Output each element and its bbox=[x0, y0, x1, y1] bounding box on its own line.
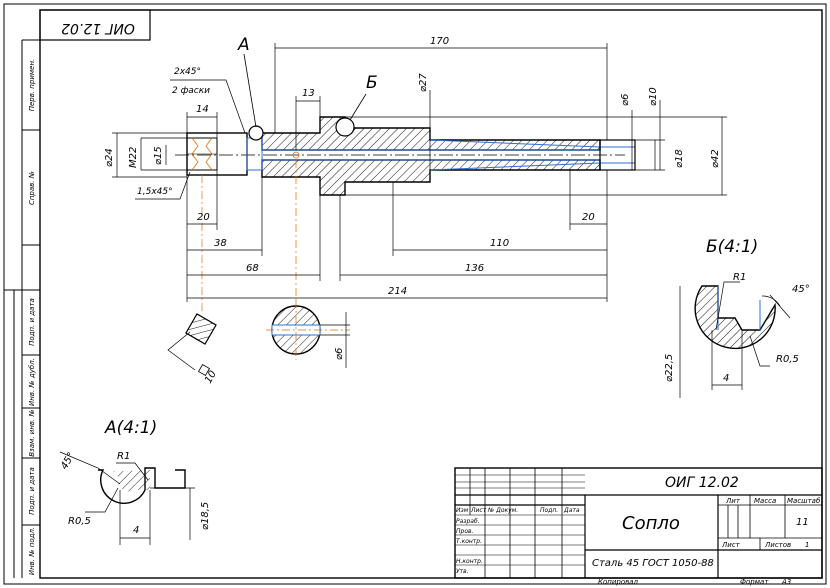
side-label-7: Инв. № подл. bbox=[28, 527, 36, 575]
detail-b-phi225: ⌀22,5 bbox=[664, 354, 675, 382]
detail-b-4: 4 bbox=[723, 373, 729, 384]
title-role-4: Н.контр. bbox=[456, 558, 483, 565]
side-stamp bbox=[4, 39, 41, 578]
title-role-3: Т.контр. bbox=[456, 538, 482, 545]
title-row-date: Дата bbox=[563, 507, 580, 514]
detail-b-r1: R1 bbox=[733, 272, 746, 283]
chamfer-2-faski: 2 фаски bbox=[172, 86, 210, 96]
side-label-2: Справ. № bbox=[28, 171, 36, 205]
detail-a-45: 45° bbox=[59, 451, 77, 472]
detail-a-4: 4 bbox=[133, 525, 139, 536]
title-sheets-label: Листов bbox=[764, 541, 791, 549]
detail-a-r1: R1 bbox=[117, 451, 130, 462]
title-role-1: Разраб. bbox=[456, 518, 480, 525]
title-row-doc: № Докум. bbox=[487, 507, 518, 514]
side-label-3: Подп. и дата bbox=[28, 298, 36, 346]
side-label-6: Подп. и дата bbox=[28, 467, 36, 515]
dim-phi6: ⌀6 bbox=[620, 94, 631, 106]
chamfer-1-5x45: 1,5x45° bbox=[137, 187, 173, 197]
detail-a-r05: R0,5 bbox=[68, 516, 91, 527]
dim-phi15: ⌀15 bbox=[153, 146, 164, 165]
dim-110: 110 bbox=[490, 238, 509, 249]
title-col-scale: Масштаб bbox=[787, 497, 821, 505]
dim-phi24: ⌀24 bbox=[104, 148, 115, 167]
title-designation: ОИГ 12.02 bbox=[665, 475, 739, 491]
detail-a-title: А(4:1) bbox=[104, 418, 157, 438]
title-material: Сталь 45 ГОСТ 1050-88 bbox=[592, 558, 714, 569]
title-col-mass: Масса bbox=[754, 497, 776, 505]
dim-68: 68 bbox=[246, 263, 259, 274]
side-label-4: Инв. № дубл. bbox=[28, 358, 36, 406]
detail-b-title: Б(4:1) bbox=[706, 237, 758, 257]
dim-square-10: 10 bbox=[203, 369, 219, 386]
dim-14: 14 bbox=[196, 104, 209, 115]
title-copied: Копировал bbox=[598, 578, 639, 586]
title-block bbox=[454, 467, 823, 579]
title-format-value: А3 bbox=[781, 578, 791, 586]
detail-b-r05: R0,5 bbox=[776, 354, 799, 365]
square-section bbox=[167, 313, 217, 377]
dim-38: 38 bbox=[214, 238, 227, 249]
side-label-1: Перв. примен. bbox=[28, 59, 36, 112]
dimension-lines bbox=[112, 43, 727, 302]
dim-20-left: 20 bbox=[197, 212, 210, 223]
side-label-5: Взам. инв. № bbox=[28, 409, 36, 457]
dim-214: 214 bbox=[388, 286, 407, 297]
dim-m22: М22 bbox=[128, 147, 139, 168]
title-role-2: Пров. bbox=[456, 528, 474, 535]
view-marker-a: А bbox=[237, 35, 250, 55]
dim-phi18: ⌀18 bbox=[674, 149, 685, 168]
detail-b-view bbox=[679, 281, 791, 398]
title-row-sign: Подп. bbox=[540, 507, 558, 514]
view-marker-b: Б bbox=[366, 73, 378, 93]
title-scale-value: 11 bbox=[796, 517, 809, 528]
title-row-izm: Изм bbox=[456, 507, 469, 514]
dim-round-phi6: ⌀6 bbox=[334, 348, 345, 360]
round-section bbox=[266, 300, 350, 368]
dim-phi27: ⌀27 bbox=[418, 73, 429, 92]
main-section-view bbox=[175, 116, 636, 312]
detail-a-view bbox=[59, 451, 195, 545]
title-format-label: Формат bbox=[740, 578, 769, 586]
title-part-name: Сопло bbox=[622, 513, 680, 534]
chamfer-2x45: 2x45° bbox=[174, 67, 201, 77]
dim-170: 170 bbox=[430, 36, 449, 47]
title-col-lit: Лит bbox=[725, 497, 741, 505]
mirrored-stamp-box bbox=[39, 9, 151, 41]
mirrored-designation: ОИГ 12.02 bbox=[61, 20, 135, 36]
detail-b-45: 45° bbox=[792, 284, 810, 295]
dim-136: 136 bbox=[465, 263, 484, 274]
detail-a-phi185: ⌀18,5 bbox=[200, 502, 211, 530]
dim-phi10: ⌀10 bbox=[648, 87, 659, 106]
dim-20-right: 20 bbox=[582, 212, 595, 223]
title-sheets-value: 1 bbox=[805, 541, 809, 549]
title-role-5: Утв. bbox=[456, 568, 469, 575]
title-row-list: Лист bbox=[470, 507, 487, 514]
dim-phi42: ⌀42 bbox=[710, 149, 721, 168]
outer-frame bbox=[3, 3, 827, 585]
dim-13: 13 bbox=[302, 88, 315, 99]
title-sheet-label: Лист bbox=[721, 541, 741, 549]
